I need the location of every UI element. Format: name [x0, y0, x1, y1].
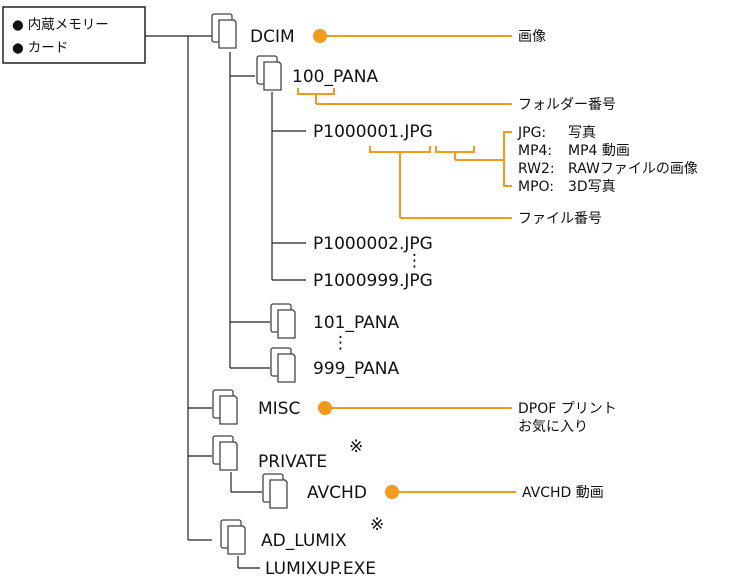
tree-lines	[145, 35, 306, 569]
file-p1000002-label: P1000002.JPG	[313, 234, 433, 254]
folder-number-connector	[297, 88, 512, 105]
file-p1000999-label: P1000999.JPG	[313, 271, 433, 291]
misc-connector	[318, 401, 512, 415]
folder-ellipsis: ⋮	[332, 333, 349, 353]
misc-annotation-line2: お気に入り	[518, 419, 588, 435]
file-p1000001-label: P1000001.JPG	[313, 122, 433, 142]
file-number-connector	[369, 146, 512, 219]
storage-item-card: ●カード	[12, 40, 68, 56]
ext-jpg: JPG:写真	[517, 125, 596, 141]
misc-annotation-line1: DPOF プリント	[518, 401, 617, 417]
private-label: PRIVATE	[258, 452, 327, 472]
storage-item-internal: ●内蔵メモリー	[12, 17, 109, 33]
folder-number-annotation: フォルダー番号	[518, 97, 616, 113]
extension-connector	[435, 131, 512, 187]
pana101-folder-icon	[270, 303, 296, 339]
extension-list: JPG:写真 MP4:MP4 動画 RW2:RAWファイルの画像 MPO:3D写…	[517, 125, 698, 195]
storage-box: ●内蔵メモリー ●カード	[2, 6, 146, 64]
file-ellipsis: ⋮	[406, 251, 423, 271]
ext-rw2: RW2:RAWファイルの画像	[518, 161, 698, 177]
dcim-annotation: 画像	[518, 29, 546, 45]
avchd-label: AVCHD	[307, 483, 367, 503]
avchd-connector	[385, 485, 516, 499]
pana999-label: 999_PANA	[313, 359, 399, 379]
misc-label: MISC	[258, 399, 300, 419]
avchd-folder-icon	[262, 473, 288, 509]
pana999-folder-icon	[270, 347, 296, 383]
private-note-mark: ※	[349, 437, 363, 457]
pana100-folder-icon	[256, 55, 282, 91]
ext-mp4: MP4:MP4 動画	[518, 143, 630, 159]
avchd-annotation: AVCHD 動画	[522, 485, 604, 501]
pana101-label: 101_PANA	[313, 313, 399, 333]
dcim-connector	[313, 29, 512, 43]
dcim-folder-icon	[211, 13, 237, 49]
ad-lumix-label: AD_LUMIX	[261, 531, 347, 551]
file-number-annotation: ファイル番号	[518, 211, 602, 227]
misc-folder-icon	[212, 389, 238, 425]
lumixup-exe-label: LUMIXUP.EXE	[265, 559, 376, 579]
ad-lumix-note-mark: ※	[370, 515, 384, 535]
private-folder-icon	[212, 435, 238, 471]
ext-mpo: MPO:3D写真	[518, 179, 616, 195]
ad-lumix-folder-icon	[220, 519, 246, 555]
pana100-label: 100_PANA	[292, 67, 378, 87]
dcim-label: DCIM	[250, 27, 295, 47]
